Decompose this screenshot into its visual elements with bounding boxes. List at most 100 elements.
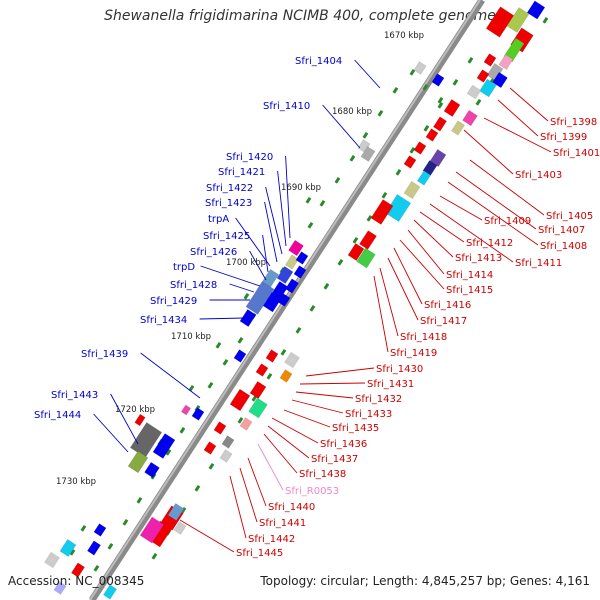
gene-label-left: Sfri_1434 xyxy=(140,315,187,326)
gene-feature xyxy=(485,6,515,38)
tick-mark xyxy=(222,358,229,366)
gene-label-right: Sfri_1413 xyxy=(455,253,502,264)
leader-line xyxy=(399,239,445,290)
tick-mark xyxy=(409,68,416,76)
leader-line xyxy=(373,275,389,353)
tick-label: 1720 kbp xyxy=(115,405,155,415)
gene-label-right: Sfri_1407 xyxy=(538,225,585,236)
topology-text: Topology: circular; Length: 4,845,257 bp… xyxy=(260,574,590,588)
gene-label-right: Sfri_1416 xyxy=(424,300,471,311)
tick-label: 1680 kbp xyxy=(332,107,372,117)
gene-label-left: Sfri_1404 xyxy=(295,56,342,67)
tick-mark xyxy=(542,16,549,24)
tick-label: 1700 kbp xyxy=(226,258,266,268)
gene-label-left: Sfri_1426 xyxy=(190,247,237,258)
tick-label: 1710 kbp xyxy=(171,332,211,342)
leader-line xyxy=(140,352,201,399)
gene-feature xyxy=(403,155,417,169)
gene-feature xyxy=(506,7,530,33)
gene-feature xyxy=(191,407,205,421)
gene-label-left: Sfri_1429 xyxy=(150,296,197,307)
gene-feature xyxy=(413,61,427,75)
gene-label-right: Sfri_1409 xyxy=(484,216,531,227)
gene-label-right: Sfri_1441 xyxy=(259,518,306,529)
accession-text: Accession: NC_008345 xyxy=(8,574,145,588)
leader-line xyxy=(110,393,139,445)
gene-label-right: Sfri_1419 xyxy=(390,348,437,359)
tick-mark xyxy=(377,109,384,117)
gene-feature xyxy=(285,278,299,294)
leader-line xyxy=(387,257,419,321)
leader-line xyxy=(354,59,381,89)
tick-mark xyxy=(151,552,158,560)
gene-label-left: Sfri_1444 xyxy=(34,410,81,421)
gene-feature xyxy=(265,349,279,363)
gene-feature xyxy=(370,199,394,225)
gene-feature xyxy=(180,404,192,416)
gene-label-right: Sfri_1437 xyxy=(311,454,358,465)
gene-label-right: Sfri_1414 xyxy=(446,270,493,281)
gene-feature xyxy=(173,521,187,535)
gene-feature xyxy=(425,128,439,142)
leader-line xyxy=(283,409,331,428)
leader-line xyxy=(264,201,278,263)
gene-label-left: Sfri_1410 xyxy=(263,101,310,112)
gene-feature xyxy=(134,413,146,427)
gene-label-left: Sfri_1439 xyxy=(81,349,128,360)
gene-label-right: Sfri_1418 xyxy=(400,332,447,343)
gene-feature xyxy=(152,433,176,459)
leader-line xyxy=(455,171,537,230)
tick-mark xyxy=(452,78,459,86)
tick-mark xyxy=(194,484,201,492)
gene-label-right: Sfri_1442 xyxy=(248,534,295,545)
gene-feature xyxy=(221,435,235,449)
gene-label-right: Sfri_1432 xyxy=(355,394,402,405)
leader-line xyxy=(271,417,319,444)
leader-line xyxy=(295,391,354,399)
gene-feature xyxy=(245,281,275,315)
leader-line xyxy=(249,250,267,281)
gene-feature xyxy=(413,141,427,155)
leader-line xyxy=(229,475,247,539)
tick-mark xyxy=(337,258,344,266)
gene-feature xyxy=(233,349,247,363)
tick-mark xyxy=(366,214,373,222)
gene-label-right: Sfri_1431 xyxy=(367,379,414,390)
tick-mark xyxy=(423,124,430,132)
gene-label-left: Sfri_1423 xyxy=(205,198,252,209)
gene-feature xyxy=(431,73,445,87)
leader-line xyxy=(200,265,261,287)
tick-mark xyxy=(243,292,250,300)
gene-label-right: Sfri_1411 xyxy=(515,258,562,269)
gene-label-left: trpA xyxy=(208,214,229,225)
gene-label-right: Sfri_1417 xyxy=(420,316,467,327)
tick-label: 1670 kbp xyxy=(384,31,424,41)
gene-label-right: Sfri_1412 xyxy=(466,238,513,249)
leader-line xyxy=(322,104,361,149)
tick-mark xyxy=(467,56,474,64)
leader-line xyxy=(483,117,552,153)
gene-feature xyxy=(483,53,497,67)
gene-label-right: Sfri_1401 xyxy=(553,148,600,159)
leader-line xyxy=(497,99,539,137)
gene-feature xyxy=(219,449,233,463)
tick-mark xyxy=(319,199,326,207)
gene-feature xyxy=(213,421,227,435)
leader-line xyxy=(93,413,129,453)
gene-feature xyxy=(356,247,376,269)
gene-feature xyxy=(466,84,482,100)
gene-label-right: Sfri_1408 xyxy=(540,241,587,252)
gene-feature xyxy=(451,120,465,136)
tick-mark xyxy=(475,98,482,106)
gene-label-left: Sfri_1425 xyxy=(203,231,250,242)
leader-line xyxy=(247,457,267,507)
tick-mark xyxy=(179,426,186,434)
gene-feature xyxy=(384,194,412,222)
gene-feature xyxy=(293,265,307,279)
gene-feature xyxy=(239,309,257,327)
tick-label: 1690 kbp xyxy=(281,183,321,193)
tick-mark xyxy=(69,548,76,556)
gene-feature xyxy=(288,239,304,257)
tick-mark xyxy=(80,524,87,532)
gene-feature xyxy=(93,523,107,537)
